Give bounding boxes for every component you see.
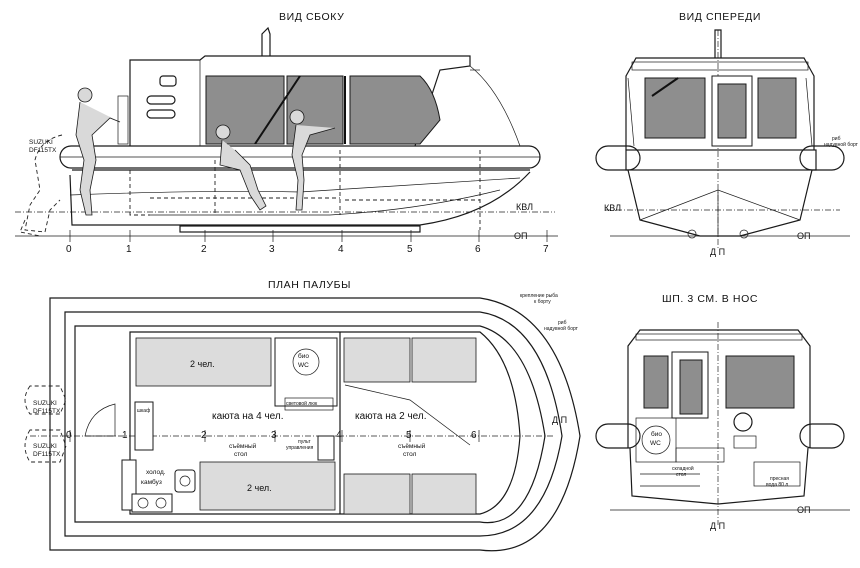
bio-label: био (298, 353, 309, 360)
section-dp-label: Д П (710, 521, 726, 531)
title-front-view: ВИД СПЕРЕДИ (679, 11, 761, 23)
deck-station-5: 5 (406, 430, 412, 441)
front-kvl-label: КВЛ (604, 203, 622, 213)
deck-engine-model-2: DF115TX (33, 451, 61, 458)
deck-rib-note-b: надувной борт (544, 326, 578, 332)
deck-station-2: 2 (201, 430, 207, 441)
side-op-label: ОП (514, 231, 528, 241)
front-rib-note-a: риб (832, 136, 841, 142)
station-0: 0 (66, 244, 72, 255)
deck-station-0: 0 (66, 430, 72, 441)
locker-label: шкаф (137, 408, 151, 414)
deck-engine-brand-1: SUZUKI (33, 400, 57, 407)
side-view (15, 26, 558, 242)
section-op-label: ОП (797, 505, 811, 515)
station-5: 5 (407, 244, 413, 255)
table-left-label-b: стол (234, 451, 248, 458)
section-bio-label: био (651, 431, 662, 438)
title-section-view: ШП. 3 СМ. В НОС (662, 293, 759, 305)
front-rib-note-b: надувной борт (824, 142, 858, 148)
helm-label-b: управления (286, 445, 314, 451)
side-engine-model: DF115TX (29, 147, 57, 154)
front-view (595, 29, 850, 250)
berth-top-label: 2 чел. (190, 359, 215, 369)
table-right-label-b: стол (403, 451, 417, 458)
hatch-label: световой люк (286, 401, 318, 407)
station-3: 3 (269, 244, 275, 255)
cabin-2-label: каюта на 2 чел. (355, 411, 427, 422)
section-folding-a: складной (672, 466, 694, 472)
caboose-label: камбуз (141, 479, 162, 486)
deck-station-1: 1 (122, 430, 128, 441)
deck-rib-note-a: риб (558, 320, 567, 326)
deck-station-3: 3 (271, 430, 277, 441)
helm-label-a: пульт (298, 439, 311, 445)
deck-engine-model-1: DF115TX (33, 408, 61, 415)
section-wc-label: WC (650, 440, 661, 447)
deck-dp-label: Д П (552, 415, 568, 425)
front-op-label: ОП (797, 231, 811, 241)
deck-rub-note-b: к борту (534, 299, 551, 305)
side-engine-brand: SUZUKI (29, 139, 53, 146)
table-left-label-a: съёмный (229, 443, 257, 450)
side-kvl-label: КВЛ (516, 202, 534, 212)
title-side-view: ВИД СБОКУ (279, 11, 345, 23)
fridge-label: холод. (146, 469, 166, 476)
station-6: 6 (475, 244, 481, 255)
table-right-label-a: съёмный (398, 443, 426, 450)
section-water-b: вода 80 л (766, 482, 789, 488)
deck-plan (24, 297, 581, 552)
title-deck-plan: ПЛАН ПАЛУБЫ (268, 279, 352, 291)
deck-rub-note-a: крепление рыба (520, 293, 558, 299)
deck-station-6: 6 (471, 430, 477, 441)
deck-engine-brand-2: SUZUKI (33, 443, 57, 450)
front-dp-label: Д П (710, 247, 726, 257)
station-2: 2 (201, 244, 207, 255)
section-water-a: пресная (770, 476, 790, 482)
cabin-4-label: каюта на 4 чел. (212, 411, 284, 422)
station-7: 7 (543, 244, 549, 255)
deck-station-4: 4 (336, 430, 342, 441)
station-4: 4 (338, 244, 344, 255)
section-view (595, 322, 850, 525)
section-folding-b: стол (676, 472, 687, 478)
station-1: 1 (126, 244, 132, 255)
berth-bottom-label: 2 чел. (247, 483, 272, 493)
wc-label: WC (298, 362, 309, 369)
